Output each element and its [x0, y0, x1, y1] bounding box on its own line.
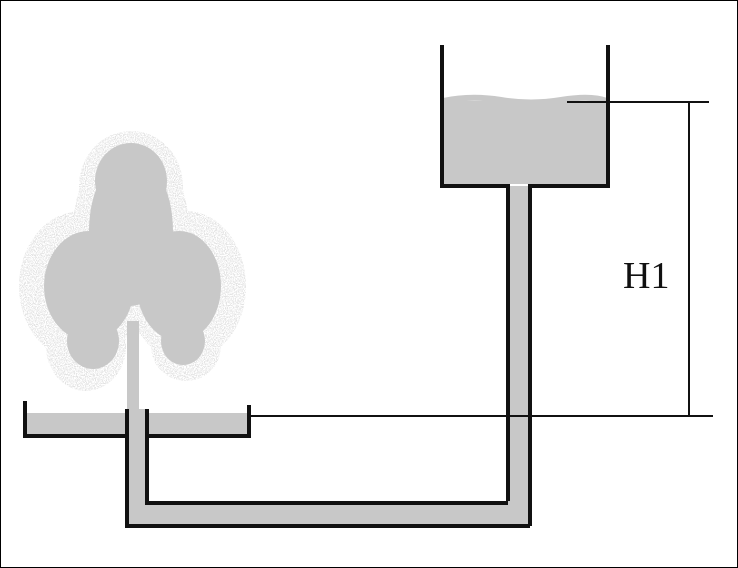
pipe-water: [127, 186, 530, 526]
lower-tray: [23, 401, 530, 528]
tree-icon: [19, 131, 246, 413]
height-reference-lines: [249, 101, 713, 417]
height-label: H1: [623, 255, 669, 297]
upper-tank-water: [443, 101, 607, 184]
upper-tank: [440, 45, 610, 526]
